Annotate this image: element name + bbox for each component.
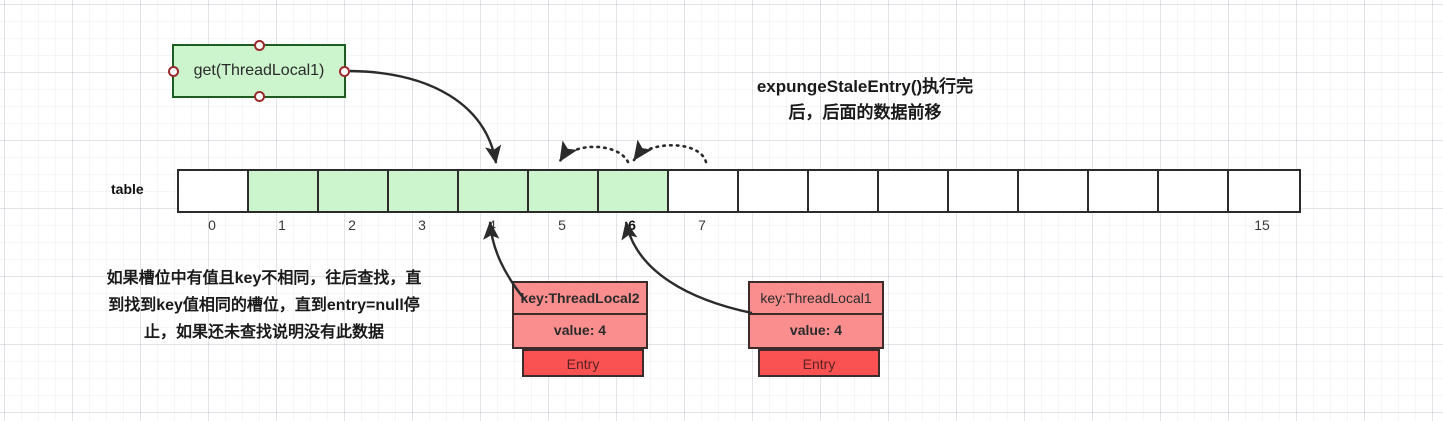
entry-footer: Entry [522, 349, 644, 377]
table-cell-5[interactable] [529, 171, 599, 211]
table-index-label-13 [1087, 217, 1157, 237]
lookup-note-line-1: 如果槽位中有值且key不相同，往后查找，直 [106, 270, 422, 287]
table-cell-12[interactable] [1019, 171, 1089, 211]
table-index-row: 0 1 2 3 4 5 6 7 15 [177, 217, 1297, 237]
table-cell-4[interactable] [459, 171, 529, 211]
connection-handle-bottom-icon[interactable] [253, 91, 265, 102]
table-index-label-14 [1157, 217, 1227, 237]
table-label: table [111, 181, 144, 197]
table-row [177, 169, 1301, 213]
table-cell-10[interactable] [879, 171, 949, 211]
diagram-title-line-1: expungeStaleEntry()执行完 [756, 77, 974, 96]
table-index-label-15: 15 [1254, 217, 1270, 233]
table-cell-11[interactable] [949, 171, 1019, 211]
table-index-label-11 [947, 217, 1017, 237]
table-index-label-2: 2 [348, 217, 356, 233]
arrow-get-to-slot4 [349, 69, 502, 164]
connection-handle-right-icon[interactable] [339, 65, 350, 77]
table-index-label-5: 5 [558, 217, 566, 233]
table-cell-14[interactable] [1159, 171, 1229, 211]
get-threadlocal-label: get(ThreadLocal1) [193, 62, 325, 79]
table-cell-15[interactable] [1229, 171, 1299, 211]
table-cell-3[interactable] [389, 171, 459, 211]
arrow-shift-7-to-6 [632, 139, 708, 164]
entry-key: key:ThreadLocal1 [750, 283, 882, 315]
connection-handle-left-icon[interactable] [168, 65, 179, 77]
table-index-label-12 [1017, 217, 1087, 237]
table-cell-8[interactable] [739, 171, 809, 211]
arrow-shift-6-to-5 [558, 140, 630, 164]
diagram-title-line-2: 后，后面的数据前移 [788, 103, 942, 122]
table-cell-2[interactable] [319, 171, 389, 211]
get-threadlocal-box[interactable]: get(ThreadLocal1) [168, 40, 350, 102]
entry-card-threadlocal2[interactable]: key:ThreadLocal2 value: 4 Entry [512, 281, 648, 377]
entry-card-threadlocal1[interactable]: key:ThreadLocal1 value: 4 Entry [748, 281, 884, 377]
entry-value: value: 4 [789, 322, 843, 338]
entry-footer: Entry [758, 349, 880, 377]
table-cell-6[interactable] [599, 171, 669, 211]
table-index-label-6: 6 [628, 217, 636, 233]
table-index-label-9 [807, 217, 877, 237]
lookup-note: 如果槽位中有值且key不相同，往后查找，直 到找到key值相同的槽位，直到ent… [44, 265, 484, 346]
table-index-label-8 [737, 217, 807, 237]
lookup-note-line-2: 到找到key值相同的槽位，直到entry=null停 [108, 297, 420, 314]
diagram-title: expungeStaleEntry()执行完 后，后面的数据前移 [700, 74, 1030, 126]
table-cell-13[interactable] [1089, 171, 1159, 211]
table-cell-1[interactable] [249, 171, 319, 211]
table-index-label-7: 7 [698, 217, 706, 233]
table-index-label-3: 3 [418, 217, 426, 233]
lookup-note-line-3: 止，如果还未查找说明没有此数据 [143, 324, 384, 341]
connection-handle-top-icon[interactable] [253, 40, 265, 51]
table-cell-9[interactable] [809, 171, 879, 211]
table-cell-7[interactable] [669, 171, 739, 211]
entry-keyvalue-block: key:ThreadLocal2 value: 4 [512, 281, 648, 349]
entry-value: value: 4 [553, 322, 607, 338]
table-index-label-0: 0 [208, 217, 216, 233]
table-index-label-4: 4 [488, 217, 496, 233]
table-index-label-1: 1 [278, 217, 286, 233]
table-index-label-10 [877, 217, 947, 237]
entry-key: key:ThreadLocal2 [514, 283, 646, 315]
entry-keyvalue-block: key:ThreadLocal1 value: 4 [748, 281, 884, 349]
table-cell-0[interactable] [179, 171, 249, 211]
